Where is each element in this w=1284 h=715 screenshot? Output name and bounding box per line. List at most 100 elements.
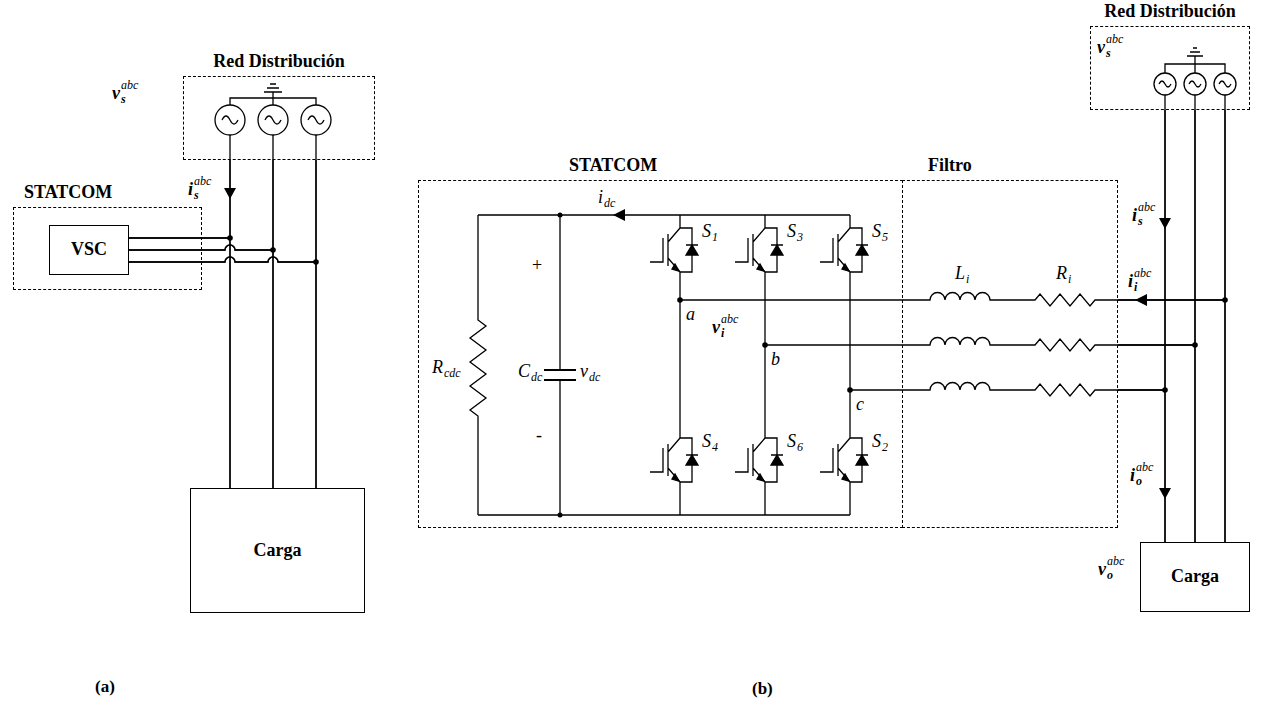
symbol-label: S	[872, 222, 881, 240]
box-label: Carga	[254, 541, 302, 561]
block-box: VSC	[49, 225, 129, 275]
symbol-label: (b)	[752, 680, 773, 697]
subscript: o	[1107, 569, 1113, 581]
box-label: VSC	[71, 240, 107, 260]
symbol-label: +	[532, 256, 542, 274]
subscript: 3	[797, 231, 803, 243]
subscript: i	[721, 327, 724, 339]
subscript: cdc	[444, 367, 461, 379]
symbol-label: R	[432, 358, 443, 376]
superscript: abc	[1134, 267, 1151, 279]
symbol-label: v	[580, 362, 588, 380]
symbol-label: i	[1128, 272, 1133, 290]
filter-branches	[903, 338, 1118, 351]
igbt-switch	[735, 438, 783, 482]
junction-dot	[558, 213, 563, 218]
block-box: Carga	[190, 488, 365, 613]
junction-dot	[847, 387, 853, 393]
subscript: i	[966, 273, 969, 285]
filter-branches	[903, 293, 1118, 396]
junction-dot	[677, 297, 683, 303]
dc-link	[478, 215, 850, 515]
igbt-switch	[820, 438, 868, 482]
symbol-label: S	[702, 432, 711, 450]
superscript: abc	[1136, 461, 1153, 473]
subscript: 6	[797, 441, 803, 453]
subscript: 1	[712, 231, 718, 243]
source-b	[1165, 95, 1225, 110]
diode-symbol	[771, 245, 783, 255]
symbol-label: S	[872, 432, 881, 450]
filter-branches	[903, 383, 1118, 396]
emitter-arrow	[672, 474, 679, 481]
subscript: dc	[589, 371, 600, 383]
symbol-label: C	[518, 362, 530, 380]
symbol-label: i	[598, 188, 603, 206]
wire-connector	[1118, 300, 1225, 542]
diode-symbol	[856, 455, 868, 465]
leg-wire	[849, 215, 850, 515]
group-heading: Filtro	[928, 156, 972, 176]
box-label: Carga	[1171, 567, 1219, 587]
subscript: s	[194, 189, 199, 201]
source-a	[230, 92, 316, 105]
igbt-switch	[820, 228, 868, 272]
junction-dot	[558, 513, 563, 518]
source-b	[1187, 48, 1203, 56]
subscript: dc	[531, 371, 542, 383]
emitter-arrow	[672, 264, 679, 271]
dc-link	[544, 370, 576, 380]
superscript: abc	[1107, 555, 1124, 567]
subscript: i	[1068, 273, 1071, 285]
superscript: abc	[121, 79, 138, 91]
superscript: abc	[1106, 33, 1123, 45]
source-b	[1154, 48, 1236, 110]
diode-symbol	[771, 455, 783, 465]
group-heading: STATCOM	[24, 183, 112, 203]
diode-symbol	[686, 455, 698, 465]
symbol-label: v	[1098, 560, 1106, 578]
dashed-group: Filtro	[902, 180, 1118, 528]
subscript: 2	[882, 441, 888, 453]
subscript: i	[1134, 281, 1137, 293]
dashed-group: Red Distribución	[183, 76, 375, 160]
block-box: Carga	[1140, 542, 1250, 612]
subscript: dc	[604, 197, 615, 209]
symbol-label: i	[1130, 466, 1135, 484]
symbol-label: S	[702, 222, 711, 240]
group-heading: Red Distribución	[1091, 2, 1249, 22]
source-b	[1165, 56, 1225, 73]
subscript: s	[1138, 215, 1143, 227]
emitter-arrow	[757, 474, 764, 481]
symbol-label: -	[536, 426, 542, 444]
symbol-label: S	[787, 222, 796, 240]
symbol-label: v	[1097, 38, 1105, 56]
symbol-label: S	[787, 432, 796, 450]
symbol-label: a	[686, 305, 695, 323]
wire-connector	[129, 238, 316, 488]
junction-dot	[762, 342, 768, 348]
phase-wire	[765, 344, 903, 345]
diode-symbol	[686, 245, 698, 255]
source-a	[222, 116, 324, 124]
symbol-label: b	[771, 350, 780, 368]
group-heading: STATCOM	[569, 156, 657, 176]
emitter-arrow	[842, 474, 849, 481]
source-a	[264, 84, 282, 92]
symbol-label: i	[1132, 206, 1137, 224]
symbol-label: v	[712, 318, 720, 336]
leg-wire	[679, 215, 680, 515]
source-b	[1159, 81, 1231, 87]
symbol-label: v	[112, 84, 120, 102]
wire-connector	[1118, 110, 1225, 390]
current-arrow	[224, 188, 1171, 499]
subscript: s	[1106, 47, 1111, 59]
symbol-label: (a)	[95, 678, 115, 695]
emitter-arrow	[842, 264, 849, 271]
symbol-label: L	[955, 264, 965, 282]
igbt-switch	[650, 228, 698, 272]
dashed-group: STATCOM	[418, 180, 903, 528]
superscript: abc	[194, 175, 211, 187]
